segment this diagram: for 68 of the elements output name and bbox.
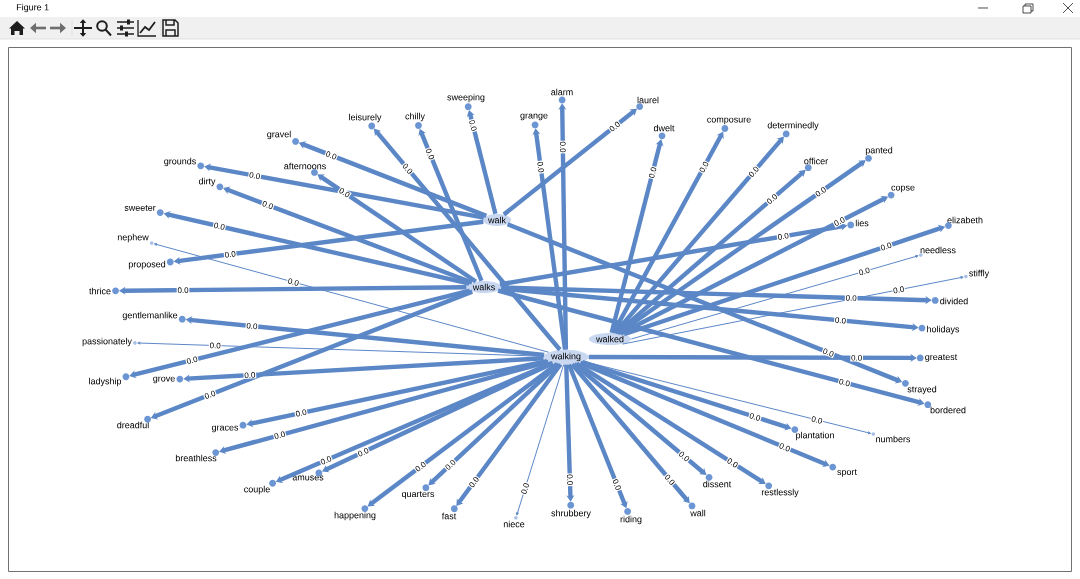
arrow [428,362,560,486]
arrow [246,358,548,428]
node-label: determinedly [766,120,820,132]
node-label: dirty [197,176,217,188]
arrow [516,364,565,516]
node-label: passionately [81,336,133,348]
node-label: wall [689,508,707,518]
node-label: officer [802,156,830,166]
node-label: lies [854,218,870,228]
arrow [613,136,784,335]
node-label: composure [705,116,753,126]
node-label: needless [919,245,957,255]
node-label: niece [502,519,526,529]
node-label: graces [210,424,240,434]
node-label: grange [519,112,549,122]
node-label: afternoons [282,161,328,171]
node-label: amuses [291,474,325,482]
circle-node: walks [466,280,502,294]
node-label: riding [619,514,643,526]
node-label: copse [890,184,916,194]
node-label: couple [242,484,272,496]
node-label: panted [864,145,894,157]
arrow [219,359,550,454]
node-label: sweeping [446,92,486,104]
node-label: grove [151,375,177,385]
arrow [223,186,473,285]
node-label: elizabeth [946,215,984,225]
arrow [558,103,569,350]
node-label: dreadful [115,420,151,430]
node-label: restlessly [760,487,800,499]
node-label: sweeter [123,204,157,212]
arrow [153,243,549,353]
node-label: holidays [925,324,961,336]
arrow [532,128,568,350]
arrow [129,288,471,379]
node-label: gravel [265,129,293,141]
node-label: alarm [549,87,575,97]
arrow [611,131,724,334]
arrow [183,356,544,383]
node-label: breathless [174,453,218,463]
node-label: fast [440,511,458,521]
arrow [137,341,544,357]
node-label: grounds [162,156,198,168]
node-label: dissent [701,479,733,489]
node-label: proposed [127,259,167,271]
arrow [617,160,866,336]
node-label: divided [938,296,970,306]
node-label: leisurely [347,112,383,124]
arrow [367,362,559,507]
arrow [317,174,478,284]
node-label: nephew [116,232,150,244]
node-label: plantation [794,430,836,442]
node-label: numbers [874,434,912,444]
node-label: gentlemanlike [121,310,179,322]
node-label: shrubbery [550,508,592,520]
node-label: stiffly [967,268,991,280]
node-label: thrice [88,286,112,296]
window-title: Figure 1 [16,3,49,13]
node-label: happening [333,510,377,522]
node-label: sport [836,468,858,478]
node-label: chilly [404,111,426,123]
circle-node: walk [482,213,512,227]
node-label: laurel [636,95,660,105]
node-label: greatest [923,353,959,363]
node-label: ladyship [87,376,123,388]
node-label: dwelt [652,123,676,133]
node-label: quarters [400,490,436,500]
node-label: bordered [929,405,967,415]
